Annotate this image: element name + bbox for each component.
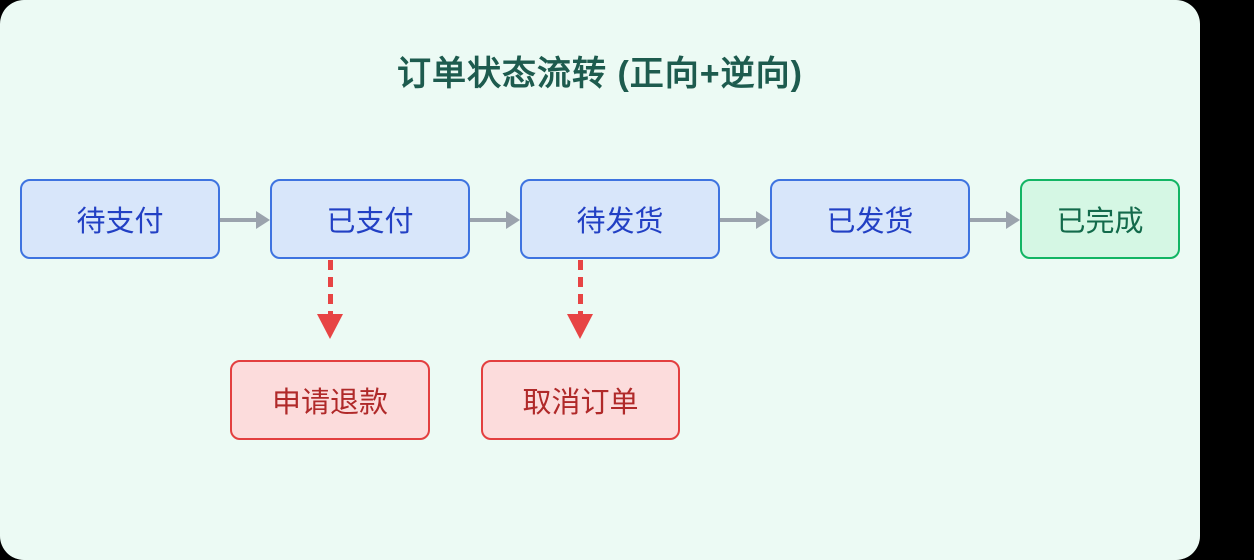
reverse-node-refund-request: 申请退款	[230, 360, 430, 440]
arrow-head	[256, 211, 270, 229]
arrow-head	[1006, 211, 1020, 229]
flow-node-paid: 已支付	[270, 179, 470, 259]
reverse-dashed-arrow-icon	[316, 260, 344, 340]
arrow-head	[756, 211, 770, 229]
forward-arrow-icon	[470, 203, 520, 237]
flow-node-completed: 已完成	[1020, 179, 1180, 259]
arrow-shaft	[470, 218, 508, 222]
flow-node-pending-payment: 待支付	[20, 179, 220, 259]
flow-node-pending-shipment: 待发货	[520, 179, 720, 259]
arrow-shaft	[720, 218, 758, 222]
flow-node-shipped: 已发货	[770, 179, 970, 259]
reverse-dashed-arrow-icon	[566, 260, 594, 340]
arrow-dash-line	[577, 260, 583, 315]
reverse-node-cancel-order: 取消订单	[481, 360, 680, 440]
arrow-head	[506, 211, 520, 229]
arrow-dash-line	[327, 260, 333, 315]
arrow-shaft	[970, 218, 1008, 222]
diagram-title: 订单状态流转 (正向+逆向)	[397, 55, 803, 93]
forward-arrow-icon	[720, 203, 770, 237]
arrow-head	[567, 314, 593, 339]
arrow-head	[317, 314, 343, 339]
arrow-shaft	[220, 218, 258, 222]
diagram-panel: 订单状态流转 (正向+逆向) 待支付 已支付 待发货 已发货 已完成	[0, 0, 1200, 560]
forward-arrow-icon	[220, 203, 270, 237]
forward-arrow-icon	[970, 203, 1020, 237]
